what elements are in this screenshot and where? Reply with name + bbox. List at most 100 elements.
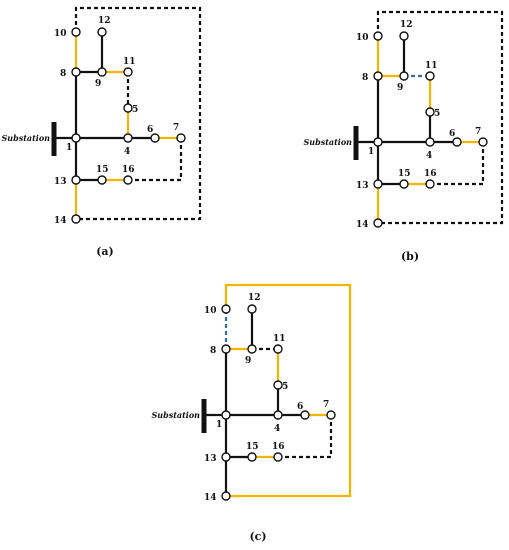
node-label-n10: 10 bbox=[356, 33, 369, 43]
node-label-n13: 13 bbox=[54, 177, 67, 187]
node-n11 bbox=[273, 344, 283, 354]
node-label-n6: 6 bbox=[147, 125, 153, 135]
node-label-n7: 7 bbox=[323, 400, 329, 410]
node-n16 bbox=[123, 175, 133, 185]
node-label-n7: 7 bbox=[475, 127, 481, 137]
node-label-n9: 9 bbox=[397, 83, 403, 93]
node-label-n5: 5 bbox=[282, 382, 288, 392]
node-n6 bbox=[300, 410, 310, 420]
node-n14 bbox=[71, 214, 81, 224]
substation-label: Substation bbox=[152, 410, 201, 420]
node-n6 bbox=[452, 137, 462, 147]
node-n15 bbox=[97, 175, 107, 185]
node-n13 bbox=[221, 452, 231, 462]
node-n14 bbox=[373, 218, 383, 228]
edge-n16-n7 bbox=[278, 415, 333, 459]
node-n9 bbox=[247, 344, 257, 354]
node-n8 bbox=[221, 344, 231, 354]
node-label-n14: 14 bbox=[54, 216, 67, 226]
node-label-n4: 4 bbox=[274, 424, 280, 434]
edge-n10-n14 bbox=[376, 10, 504, 225]
node-label-n8: 8 bbox=[210, 346, 216, 356]
edge-n16-n7 bbox=[430, 142, 485, 186]
node-label-n6: 6 bbox=[297, 402, 303, 412]
node-label-n13: 13 bbox=[356, 181, 369, 191]
node-n5 bbox=[273, 380, 283, 390]
node-n11 bbox=[425, 71, 435, 81]
node-n16 bbox=[273, 452, 283, 462]
node-label-n8: 8 bbox=[60, 69, 66, 79]
node-n9 bbox=[97, 67, 107, 77]
node-label-n4: 4 bbox=[124, 147, 130, 157]
node-n5 bbox=[425, 107, 435, 117]
node-n1 bbox=[221, 410, 231, 420]
node-n12 bbox=[399, 31, 409, 41]
node-n15 bbox=[399, 179, 409, 189]
node-n10 bbox=[71, 27, 81, 37]
node-n4 bbox=[425, 137, 435, 147]
panel-caption: (a) bbox=[96, 245, 114, 258]
edge-n10-n14 bbox=[74, 6, 202, 221]
edge-n16-n7 bbox=[128, 138, 183, 182]
node-label-n1: 1 bbox=[66, 143, 72, 153]
node-label-n12: 12 bbox=[248, 293, 261, 303]
node-label-n1: 1 bbox=[368, 147, 374, 157]
node-n13 bbox=[71, 175, 81, 185]
node-n10 bbox=[373, 31, 383, 41]
node-n1 bbox=[373, 137, 383, 147]
node-label-n6: 6 bbox=[449, 129, 455, 139]
substation-label: Substation bbox=[2, 133, 51, 143]
node-label-n15: 15 bbox=[398, 169, 411, 179]
node-n7 bbox=[176, 133, 186, 143]
node-label-n7: 7 bbox=[173, 123, 179, 133]
node-n11 bbox=[123, 67, 133, 77]
node-n12 bbox=[97, 27, 107, 37]
node-label-n8: 8 bbox=[362, 73, 368, 83]
node-label-n15: 15 bbox=[246, 442, 259, 452]
node-n14 bbox=[221, 491, 231, 501]
panel-caption: (b) bbox=[401, 250, 419, 263]
node-label-n5: 5 bbox=[132, 105, 138, 115]
node-n15 bbox=[247, 452, 257, 462]
node-label-n14: 14 bbox=[204, 493, 217, 503]
node-label-n16: 16 bbox=[424, 169, 437, 179]
node-label-n14: 14 bbox=[356, 220, 369, 230]
node-label-n4: 4 bbox=[426, 151, 432, 161]
node-label-n11: 11 bbox=[425, 61, 438, 71]
node-label-n11: 11 bbox=[273, 334, 286, 344]
node-n12 bbox=[247, 304, 257, 314]
node-label-n9: 9 bbox=[95, 79, 101, 89]
node-label-n15: 15 bbox=[96, 165, 109, 175]
node-n9 bbox=[399, 71, 409, 81]
node-n7 bbox=[478, 137, 488, 147]
node-n8 bbox=[71, 67, 81, 77]
node-n1 bbox=[71, 133, 81, 143]
node-label-n1: 1 bbox=[216, 420, 222, 430]
node-label-n12: 12 bbox=[400, 20, 413, 30]
node-label-n10: 10 bbox=[204, 306, 217, 316]
node-label-n16: 16 bbox=[122, 165, 135, 175]
node-n6 bbox=[150, 133, 160, 143]
node-n16 bbox=[425, 179, 435, 189]
node-n7 bbox=[326, 410, 336, 420]
node-label-n12: 12 bbox=[98, 16, 111, 26]
node-label-n9: 9 bbox=[245, 356, 251, 366]
node-label-n16: 16 bbox=[272, 442, 285, 452]
node-n4 bbox=[273, 410, 283, 420]
node-n13 bbox=[373, 179, 383, 189]
node-n4 bbox=[123, 133, 133, 143]
panel-caption: (c) bbox=[249, 530, 266, 543]
node-label-n13: 13 bbox=[204, 454, 217, 464]
node-label-n11: 11 bbox=[123, 57, 136, 67]
node-label-n10: 10 bbox=[54, 29, 67, 39]
node-label-n5: 5 bbox=[434, 109, 440, 119]
node-n5 bbox=[123, 103, 133, 113]
edge-n10-n14 bbox=[224, 283, 352, 498]
substation-label: Substation bbox=[304, 137, 353, 147]
node-n10 bbox=[221, 304, 231, 314]
node-n8 bbox=[373, 71, 383, 81]
